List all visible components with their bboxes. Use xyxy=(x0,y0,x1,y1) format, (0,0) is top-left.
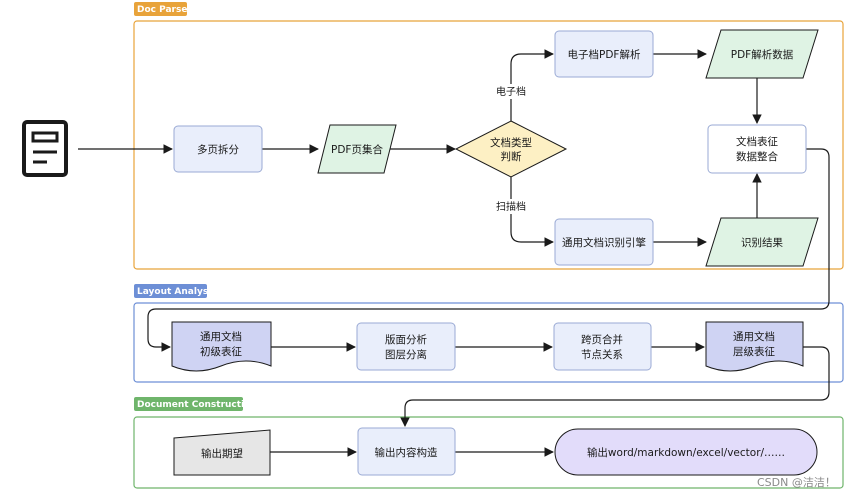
node-split-pages: 多页拆分 xyxy=(173,125,263,173)
edge-decision-to-electronic xyxy=(510,49,554,121)
svg-text:多页拆分: 多页拆分 xyxy=(197,143,239,156)
svg-text:层级表征: 层级表征 xyxy=(733,345,775,358)
section-document-construction: Document Construction xyxy=(133,397,844,489)
node-layered-representation: 通用文档 层级表征 xyxy=(705,321,804,372)
section-label-layout-analysis: Layout Analysis xyxy=(137,287,217,297)
edge-layered-to-construct xyxy=(400,346,830,427)
edges xyxy=(78,49,830,457)
svg-text:识别结果: 识别结果 xyxy=(741,236,783,249)
node-pdf-page-set: PDF页集合 xyxy=(317,124,397,174)
node-electronic-pdf-parse: 电子档PDF解析 xyxy=(554,30,654,78)
node-output-formats: 输出word/markdown/excel/vector/…… xyxy=(554,428,818,476)
node-pdf-parse-data: PDF解析数据 xyxy=(705,29,819,79)
section-label-doc-parser: Doc Parser xyxy=(137,5,192,15)
node-doc-type-decision: 文档类型 判断 xyxy=(454,120,568,178)
edge-integration-to-initial xyxy=(147,148,830,352)
svg-text:初级表征: 初级表征 xyxy=(200,345,242,358)
document-icon xyxy=(22,120,68,177)
node-output-expectation: 输出期望 xyxy=(173,429,271,476)
section-doc-parser: Doc Parser xyxy=(133,2,844,270)
edge-decision-to-scanned xyxy=(510,177,554,247)
section-tag-doc-parser xyxy=(134,2,187,16)
node-ocr-result: 识别结果 xyxy=(705,217,819,267)
svg-text:通用文档: 通用文档 xyxy=(733,330,775,343)
section-layout-analysis: Layout Analysis xyxy=(133,284,844,383)
node-layout-analysis: 版面分析 图层分离 xyxy=(356,322,456,371)
edge-label-electronic: 电子档 xyxy=(496,85,526,98)
section-tag-layout-analysis xyxy=(134,284,207,298)
edge-label-scanned: 扫描档 xyxy=(496,200,526,213)
svg-text:电子档PDF解析: 电子档PDF解析 xyxy=(568,48,641,61)
section-label-document-construction: Document Construction xyxy=(137,400,257,410)
svg-text:文档表征: 文档表征 xyxy=(736,135,778,148)
svg-text:数据整合: 数据整合 xyxy=(736,150,778,163)
svg-text:判断: 判断 xyxy=(501,150,522,163)
svg-text:输出word/markdown/excel/vector/…: 输出word/markdown/excel/vector/…… xyxy=(587,446,785,459)
node-doc-repr-integration: 文档表征 数据整合 xyxy=(707,124,807,174)
section-tag-document-construction xyxy=(134,397,243,411)
node-output-construct: 输出内容构造 xyxy=(357,427,456,476)
svg-text:图层分离: 图层分离 xyxy=(385,348,427,361)
svg-text:通用文档: 通用文档 xyxy=(200,330,242,343)
svg-text:跨页合并: 跨页合并 xyxy=(581,333,623,346)
svg-text:节点关系: 节点关系 xyxy=(581,348,623,361)
svg-text:通用文档识别引擎: 通用文档识别引擎 xyxy=(562,236,646,249)
node-cross-page-merge: 跨页合并 节点关系 xyxy=(553,322,652,371)
svg-text:文档类型: 文档类型 xyxy=(490,136,532,149)
svg-text:PDF页集合: PDF页集合 xyxy=(331,143,383,156)
watermark: CSDN @洁洁！ xyxy=(757,476,836,489)
svg-text:输出内容构造: 输出内容构造 xyxy=(375,446,438,459)
node-ocr-engine: 通用文档识别引擎 xyxy=(554,218,654,266)
svg-text:PDF解析数据: PDF解析数据 xyxy=(731,48,794,61)
node-initial-representation: 通用文档 初级表征 xyxy=(171,321,272,372)
svg-text:版面分析: 版面分析 xyxy=(385,333,427,346)
svg-text:输出期望: 输出期望 xyxy=(201,447,243,460)
